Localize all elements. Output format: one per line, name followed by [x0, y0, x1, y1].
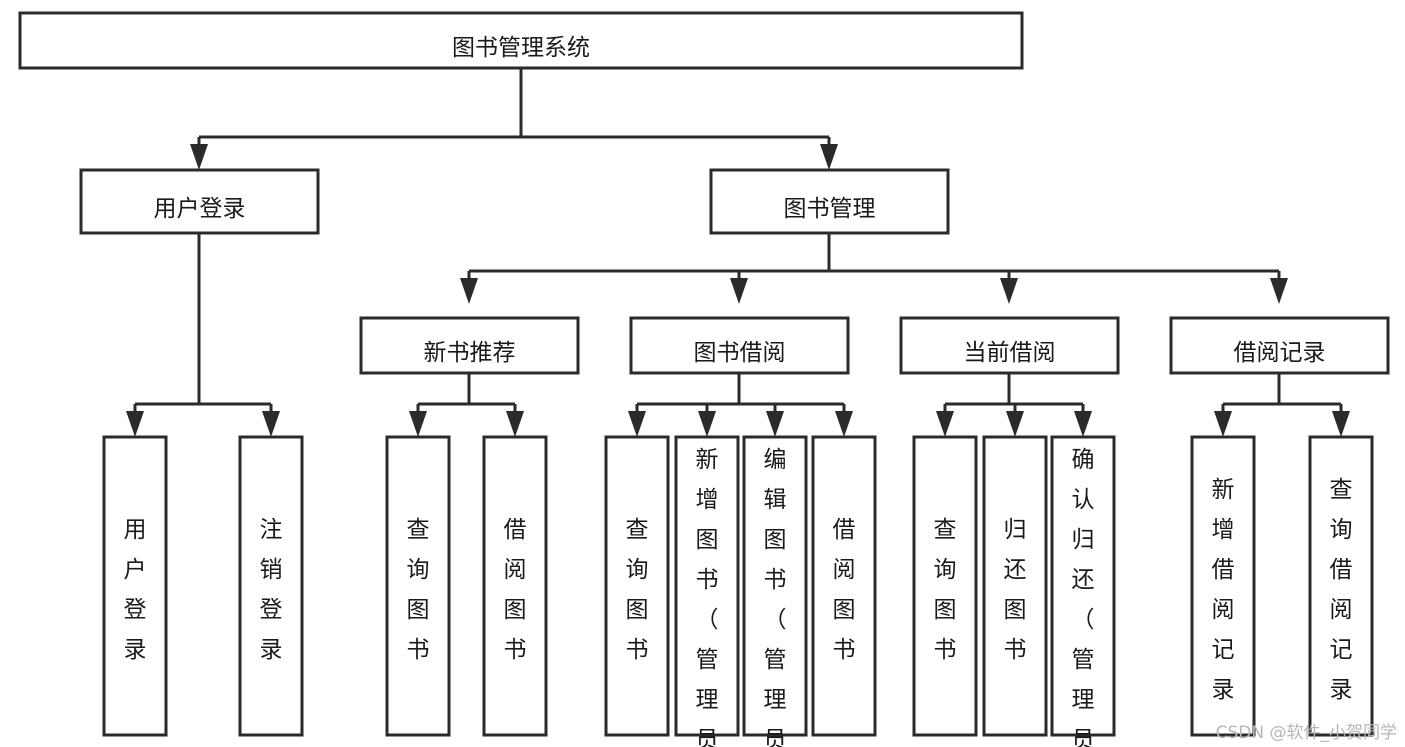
node-leaf-1-label: 注销登录	[260, 517, 283, 663]
node-l2-0-box[interactable]	[79, 168, 320, 235]
edge-group-record-to-leaves	[1214, 373, 1350, 437]
node-l2-0-label: 用户登录	[154, 196, 246, 222]
node-leaf-9[interactable]: 归还图书	[982, 435, 1048, 737]
edge-group-login-to-leaves	[126, 233, 280, 437]
node-leaf-1[interactable]: 注销登录	[238, 435, 304, 737]
node-leaf-9-box[interactable]	[982, 435, 1048, 737]
connector-layer	[126, 68, 1350, 437]
edge-group-current-to-leaves	[936, 373, 1092, 437]
node-l3-2[interactable]: 当前借阅	[899, 316, 1120, 375]
node-leaf-2-label: 查询图书	[407, 517, 430, 663]
arrow-head-icon	[126, 411, 144, 437]
node-leaf-8-box[interactable]	[912, 435, 978, 737]
csdn-watermark: CSDN @软件_小贺同学	[1215, 723, 1397, 743]
arrow-head-icon	[1270, 278, 1288, 304]
arrow-head-icon	[190, 144, 208, 170]
edge-group-root-to-l2	[190, 68, 838, 170]
node-leaf-9-label: 归还图书	[1004, 517, 1027, 663]
node-leaf-6[interactable]: 编辑图书（管理员）	[742, 435, 808, 747]
arrow-head-icon	[730, 278, 748, 304]
node-l3-0-label: 新书推荐	[424, 340, 516, 366]
node-l2-1-label: 图书管理	[784, 196, 876, 222]
node-l3-1-box[interactable]	[629, 316, 850, 375]
node-leaf-8-label: 查询图书	[934, 517, 957, 663]
node-leaf-11-label: 新增借阅记录	[1212, 477, 1235, 703]
node-leaf-5-box[interactable]	[674, 435, 740, 737]
node-leaf-6-label: 编辑图书（管理员）	[764, 447, 787, 747]
node-leaf-10-box[interactable]	[1050, 435, 1116, 737]
node-leaf-7[interactable]: 借阅图书	[811, 435, 877, 737]
node-l3-2-label: 当前借阅	[964, 340, 1056, 366]
node-leaf-12-label: 查询借阅记录	[1330, 477, 1353, 703]
node-leaf-12[interactable]: 查询借阅记录	[1308, 435, 1374, 737]
arrow-head-icon	[1000, 278, 1018, 304]
node-l3-3[interactable]: 借阅记录	[1169, 316, 1390, 375]
node-root-box[interactable]	[18, 11, 1024, 70]
node-leaf-3-box[interactable]	[482, 435, 548, 737]
node-leaf-12-box[interactable]	[1308, 435, 1374, 737]
node-root-label: 图书管理系统	[452, 35, 590, 61]
node-l2-1[interactable]: 图书管理	[709, 168, 950, 235]
arrow-head-icon	[936, 411, 954, 437]
node-leaf-10[interactable]: 确认归还（管理员）	[1050, 435, 1116, 747]
node-leaf-5-label: 新增图书（管理员）	[696, 447, 719, 747]
node-leaf-3-label: 借阅图书	[504, 517, 527, 663]
arrow-head-icon	[262, 411, 280, 437]
node-leaf-11-box[interactable]	[1190, 435, 1256, 737]
arrow-head-icon	[1006, 411, 1024, 437]
node-l3-3-box[interactable]	[1169, 316, 1390, 375]
node-leaf-2-box[interactable]	[385, 435, 451, 737]
arrow-head-icon	[1214, 411, 1232, 437]
arrow-head-icon	[1332, 411, 1350, 437]
edge-group-l2-books-to-l3	[460, 233, 1288, 304]
node-leaf-4[interactable]: 查询图书	[604, 435, 670, 737]
node-l3-1[interactable]: 图书借阅	[629, 316, 850, 375]
node-leaf-4-label: 查询图书	[626, 517, 649, 663]
node-l3-0-box[interactable]	[359, 316, 580, 375]
arrow-head-icon	[506, 411, 524, 437]
arrow-head-icon	[835, 411, 853, 437]
node-root[interactable]: 图书管理系统	[18, 11, 1024, 70]
node-leaf-6-box[interactable]	[742, 435, 808, 737]
node-l3-2-box[interactable]	[899, 316, 1120, 375]
node-l3-3-label: 借阅记录	[1234, 340, 1326, 366]
node-l2-0[interactable]: 用户登录	[79, 168, 320, 235]
node-leaf-0[interactable]: 用户登录	[102, 435, 168, 737]
node-leaf-7-box[interactable]	[811, 435, 877, 737]
node-leaf-10-label: 确认归还（管理员）	[1072, 447, 1095, 747]
node-leaf-0-label: 用户登录	[124, 517, 147, 663]
arrow-head-icon	[460, 278, 478, 304]
edge-group-borrow-to-leaves	[628, 373, 853, 437]
node-leaf-4-box[interactable]	[604, 435, 670, 737]
arrow-head-icon	[409, 411, 427, 437]
node-leaf-0-box[interactable]	[102, 435, 168, 737]
node-leaf-3[interactable]: 借阅图书	[482, 435, 548, 737]
edge-group-newbook-to-leaves	[409, 373, 524, 437]
node-leaf-2[interactable]: 查询图书	[385, 435, 451, 737]
arrow-head-icon	[698, 411, 716, 437]
node-leaf-8[interactable]: 查询图书	[912, 435, 978, 737]
arrow-head-icon	[820, 144, 838, 170]
node-l3-1-label: 图书借阅	[694, 340, 786, 366]
node-l2-1-box[interactable]	[709, 168, 950, 235]
arrow-head-icon	[1074, 411, 1092, 437]
arrow-head-icon	[628, 411, 646, 437]
node-leaf-1-box[interactable]	[238, 435, 304, 737]
node-leaf-5[interactable]: 新增图书（管理员）	[674, 435, 740, 747]
arrow-head-icon	[766, 411, 784, 437]
node-l3-0[interactable]: 新书推荐	[359, 316, 580, 375]
node-layer: 图书管理系统用户登录图书管理新书推荐图书借阅当前借阅借阅记录用户登录注销登录查询…	[18, 11, 1390, 747]
node-leaf-7-label: 借阅图书	[833, 517, 856, 663]
node-leaf-11[interactable]: 新增借阅记录	[1190, 435, 1256, 737]
